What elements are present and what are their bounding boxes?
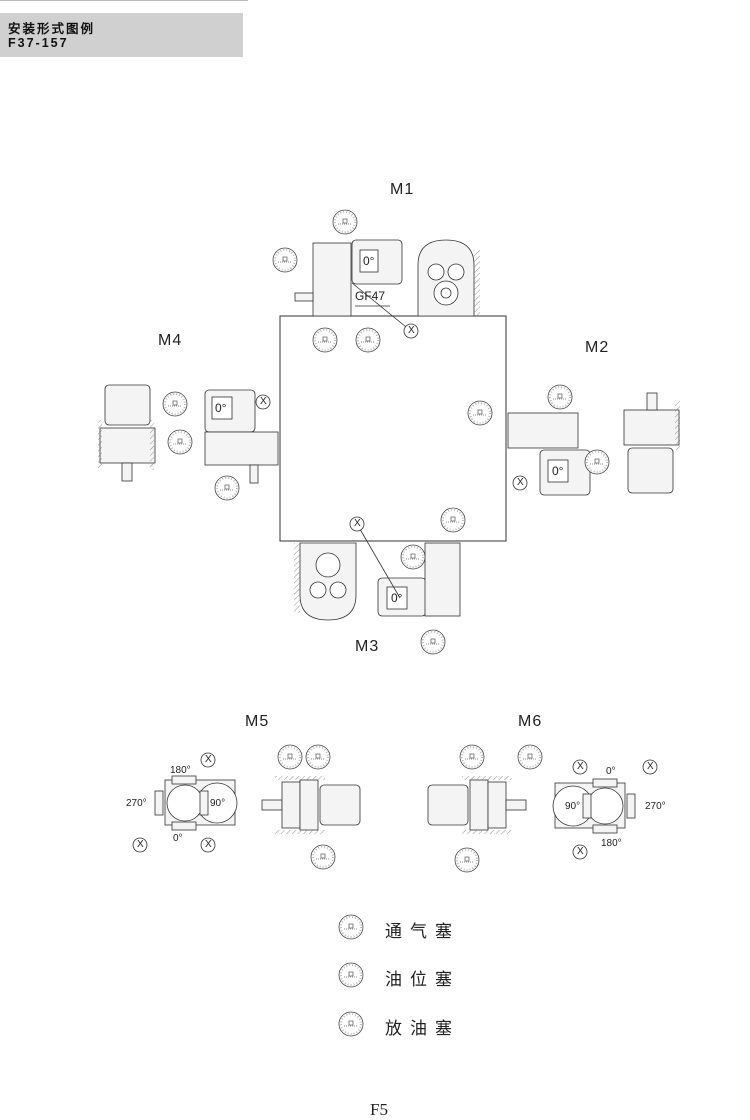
vent-marker-label: X <box>137 839 144 850</box>
vent-marker-label: X <box>577 846 584 857</box>
breather-plug-icon <box>332 209 358 235</box>
oil-level-plug-icon <box>167 429 193 455</box>
m3-gearmotor-end-view <box>294 542 357 621</box>
angle-0: 0° <box>173 833 183 844</box>
angle-90: 90° <box>210 798 226 809</box>
angle-90: 90° <box>565 801 581 812</box>
position-label-m6: M6 <box>518 713 543 730</box>
mounting-surface <box>279 315 507 542</box>
angle-180: 180° <box>170 765 191 776</box>
m4-gearmotor-vertical-view <box>98 384 156 482</box>
header-model: F37-157 <box>8 36 69 50</box>
vent-marker-label: X <box>205 839 212 850</box>
vent-marker-label: X <box>354 518 361 529</box>
m1-gearmotor-end-view <box>417 239 480 317</box>
m6-end-view <box>552 778 636 834</box>
vent-marker-label: X <box>577 761 584 772</box>
angle-180: 180° <box>601 838 622 849</box>
position-label-m2: M2 <box>585 339 610 356</box>
header-box: 安装形式图例 F37-157 <box>0 13 243 57</box>
terminal-box-label: 0° <box>215 401 227 415</box>
drain-plug-icon <box>310 844 336 870</box>
position-label-m1: M1 <box>390 181 415 198</box>
legend-oil-level-plug: 油位塞 <box>385 970 460 989</box>
breather-plug-icon <box>338 914 364 940</box>
drain-plug-icon <box>312 327 338 353</box>
oil-level-plug-icon <box>400 544 426 570</box>
vent-marker-label: X <box>647 761 654 772</box>
model-label: GF47 <box>355 289 386 303</box>
m2-gearmotor-side-view <box>507 412 591 496</box>
m5-end-view <box>154 775 238 831</box>
angle-270: 270° <box>645 801 666 812</box>
breather-plug-icon <box>162 391 188 417</box>
breather-plug-icon <box>440 507 466 533</box>
oil-level-plug-icon <box>272 247 298 273</box>
drain-plug-icon <box>214 475 240 501</box>
vent-marker-label: X <box>260 396 267 407</box>
drain-plug-icon <box>584 449 610 475</box>
terminal-box-label: 0° <box>363 254 375 268</box>
vent-marker-label: X <box>517 477 524 488</box>
m1-gearmotor-side-view <box>294 239 412 332</box>
position-label-m3: M3 <box>355 638 380 655</box>
oil-level-plug-icon <box>338 962 364 988</box>
position-label-m5: M5 <box>245 713 270 730</box>
m4-gearmotor-side-view <box>204 389 279 484</box>
legend-drain-plug: 放油塞 <box>385 1019 460 1038</box>
m3-gearmotor-side-view <box>356 523 461 617</box>
header-title: 安装形式图例 <box>8 22 96 36</box>
angle-270: 270° <box>126 798 147 809</box>
breather-plug-icon <box>547 384 573 410</box>
terminal-box-label: 0° <box>552 464 564 478</box>
oil-level-plug-icon <box>355 327 381 353</box>
terminal-box-label: 0° <box>391 591 403 605</box>
drain-plug-icon <box>454 847 480 873</box>
breather-plug-icon <box>459 744 485 770</box>
header-rule <box>0 0 248 1</box>
drain-plug-icon <box>338 1011 364 1037</box>
page-number: F5 <box>370 1100 388 1119</box>
breather-plug-icon <box>305 744 331 770</box>
vent-marker-label: X <box>205 754 212 765</box>
oil-level-plug-icon <box>277 744 303 770</box>
m6-side-view <box>427 776 527 834</box>
oil-level-plug-icon <box>467 400 493 426</box>
drain-plug-icon <box>420 629 446 655</box>
angle-0: 0° <box>606 766 616 777</box>
m5-side-view <box>261 776 361 834</box>
oil-level-plug-icon <box>517 744 543 770</box>
position-label-m4: M4 <box>158 332 183 349</box>
m2-gearmotor-vertical-view <box>623 392 680 494</box>
legend-breather-plug: 通气塞 <box>385 922 460 941</box>
vent-marker-label: X <box>408 325 415 336</box>
